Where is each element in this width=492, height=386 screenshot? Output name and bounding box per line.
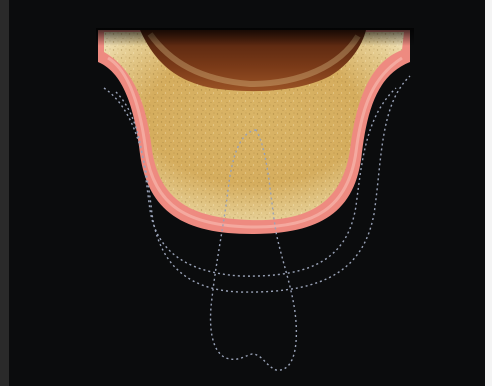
top-fade [96, 28, 414, 46]
